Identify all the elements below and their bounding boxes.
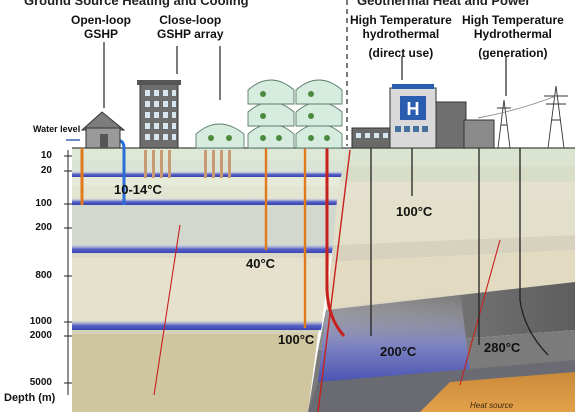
right-strata — [308, 148, 575, 412]
depth-tick-20: 20 — [40, 165, 52, 176]
temp-hot: 200°C — [380, 344, 417, 359]
close-loop-label: Close-loop GSHP array — [157, 13, 224, 42]
depth-tick-100: 100 — [35, 198, 52, 209]
direct-use-line3: (direct use) — [368, 45, 434, 60]
temp-direct-use: 100°C — [396, 204, 433, 219]
wells — [80, 138, 549, 356]
generation-line3: (generation) — [478, 45, 548, 60]
temp-medium: 40°C — [246, 256, 276, 271]
open-loop-label: Open-loop GSHP — [71, 13, 131, 42]
greenhouse-icon — [195, 79, 343, 149]
direct-use-label: High Temperature hydrothermal (direct us… — [350, 13, 452, 60]
depth-tick-1000: 1000 — [29, 316, 52, 327]
hospital-icon: H — [389, 84, 437, 149]
generation-label: High Temperature Hydrothermal (generatio… — [462, 13, 564, 60]
depth-axis — [64, 150, 72, 395]
close-loop-line2: GSHP array — [157, 26, 224, 41]
open-loop-line1: Open-loop — [71, 13, 131, 27]
left-aquifers — [72, 171, 344, 330]
depth-tick-200: 200 — [35, 222, 52, 233]
depth-tick-10: 10 — [40, 150, 52, 161]
right-section-header: Geothermal Heat and Power — [357, 0, 531, 8]
close-loop-line1: Close-loop — [159, 13, 222, 27]
office-building-icon — [137, 80, 181, 149]
generation-line2: Hydrothermal — [473, 26, 552, 41]
water-level-label: Water level — [33, 124, 81, 134]
temp-deep: 100°C — [278, 332, 315, 347]
power-pylon-icon — [477, 85, 568, 149]
depth-tick-800: 800 — [35, 270, 52, 281]
temp-generation: 280°C — [484, 340, 521, 355]
heat-source-label: Heat source — [470, 401, 514, 410]
svg-text:H: H — [407, 99, 420, 119]
depth-axis-label: Depth (m) — [4, 392, 56, 404]
direct-use-line2: hydrothermal — [362, 26, 440, 41]
temp-shallow: 10-14°C — [114, 182, 162, 197]
left-section-header: Ground Source Heating and Cooling — [24, 0, 249, 8]
house-icon — [80, 111, 126, 149]
open-loop-line2: GSHP — [83, 26, 118, 41]
generation-line1: High Temperature — [462, 13, 564, 27]
depth-tick-5000: 5000 — [29, 377, 52, 388]
factory-buildings-icon — [351, 101, 495, 149]
depth-tick-2000: 2000 — [29, 330, 52, 341]
direct-use-line1: High Temperature — [350, 13, 452, 27]
plant-icons — [208, 91, 330, 141]
fault-lines — [153, 149, 501, 412]
